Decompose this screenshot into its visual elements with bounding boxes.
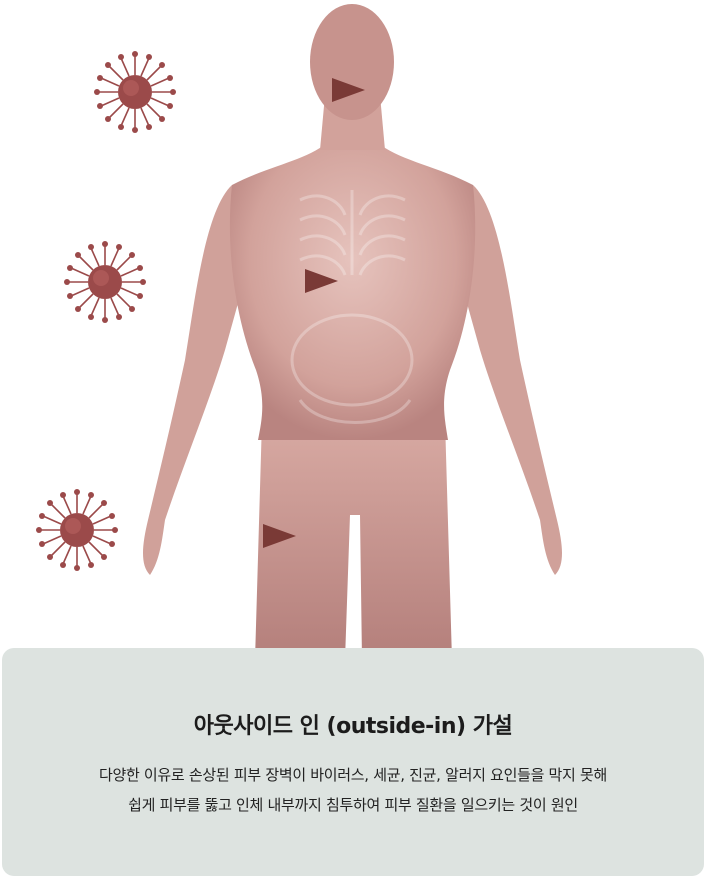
caption-text-line: 쉽게 피부를 뚫고 인체 내부까지 침투하여 피부 질환을 일으키는 것이 원인 xyxy=(128,796,578,814)
dashed-arrow-icon xyxy=(122,524,296,548)
virus-icon xyxy=(35,488,119,572)
caption-text-line: 다양한 이유로 손상된 피부 장벽이 바이러스, 세균, 진균, 알러지 요인들… xyxy=(98,766,608,784)
dashed-arrow-icon xyxy=(182,78,365,102)
human-body xyxy=(143,4,562,660)
virus-icon xyxy=(63,240,147,324)
caption-title: 아웃사이드 인 (outside-in) 가설 xyxy=(193,714,513,739)
caption-panel: 아웃사이드 인 (outside-in) 가설 다양한 이유로 손상된 피부 장… xyxy=(2,648,704,876)
dashed-arrow-icon xyxy=(152,269,338,293)
body-illustration xyxy=(35,4,562,660)
virus-icon xyxy=(93,50,177,134)
